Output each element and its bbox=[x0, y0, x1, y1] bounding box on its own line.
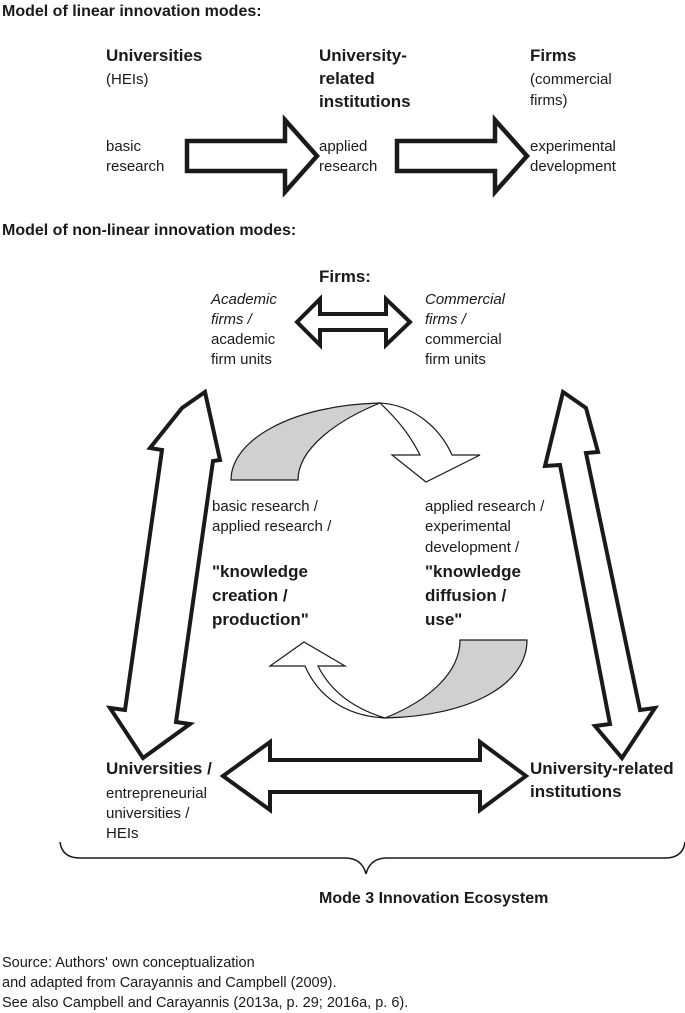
source-line1: Source: Authors' own conceptualization bbox=[2, 955, 255, 971]
right-cycle-line2: experimental bbox=[425, 518, 511, 535]
linear-col3-act2: development bbox=[530, 158, 616, 175]
linear-heading: Model of linear innovation modes: bbox=[2, 3, 262, 20]
linear-col2-title2: related bbox=[319, 69, 375, 88]
firms-title: Firms: bbox=[319, 267, 371, 286]
left-firms-line2: firms / bbox=[211, 311, 252, 328]
firms-double-arrow bbox=[294, 294, 413, 350]
linear-col1-act1: basic bbox=[106, 138, 142, 155]
cycle-arrow-top-white-head bbox=[378, 402, 481, 483]
universities-sub3: HEIs bbox=[106, 825, 139, 842]
cycle-arrow-bottom-grey-tail bbox=[384, 639, 528, 719]
linear-col1-title: Universities bbox=[106, 46, 203, 65]
universities-sub2: universities / bbox=[106, 805, 190, 822]
cycle-arrow-top-grey-tail bbox=[230, 402, 381, 481]
right-diagonal-double-arrow bbox=[542, 388, 660, 762]
right-firms-line1: Commercial bbox=[425, 291, 506, 308]
linear-col3-title: Firms bbox=[530, 46, 577, 65]
linear-col2-title1: University- bbox=[319, 46, 407, 65]
universities-title: Universities / bbox=[106, 759, 212, 778]
left-diagonal-double-arrow bbox=[105, 388, 223, 761]
linear-col2-act2: research bbox=[319, 158, 378, 175]
cycle-arrow-bottom-white-head bbox=[268, 641, 386, 719]
bottom-double-arrow bbox=[219, 738, 530, 814]
uri-title-line2: institutions bbox=[530, 782, 622, 801]
linear-col3-act1: experimental bbox=[530, 138, 616, 155]
left-firms-line3: academic bbox=[211, 331, 276, 348]
left-firms-line1: Academic bbox=[211, 291, 277, 308]
uri-title-line1: University-related bbox=[530, 759, 674, 778]
linear-arrow-1 bbox=[184, 114, 321, 198]
right-cycle-line1: applied research / bbox=[425, 498, 545, 515]
left-quote-line2: creation / bbox=[212, 586, 288, 605]
ecosystem-brace bbox=[59, 841, 685, 875]
linear-col1-act2: research bbox=[106, 158, 165, 175]
linear-arrow-2 bbox=[394, 114, 531, 198]
right-quote-line1: "knowledge bbox=[425, 562, 521, 581]
right-quote-line3: use" bbox=[425, 610, 463, 629]
right-firms-line4: firm units bbox=[425, 351, 486, 368]
nonlinear-heading: Model of non-linear innovation modes: bbox=[2, 222, 297, 239]
source-line3: See also Campbell and Carayannis (2013a,… bbox=[2, 995, 409, 1011]
linear-col2-act1: applied bbox=[319, 138, 368, 155]
right-quote-line2: diffusion / bbox=[425, 586, 507, 605]
ecosystem-label: Mode 3 Innovation Ecosystem bbox=[319, 890, 549, 907]
universities-sub1: entrepreneurial bbox=[106, 785, 207, 802]
left-quote-line1: "knowledge bbox=[212, 562, 308, 581]
right-cycle-line3: development / bbox=[425, 539, 520, 556]
linear-col2-title3: institutions bbox=[319, 92, 411, 111]
linear-col3-sub1: (commercial bbox=[530, 71, 612, 88]
right-firms-line2: firms / bbox=[425, 311, 466, 328]
left-firms-line4: firm units bbox=[211, 351, 272, 368]
right-firms-line3: commercial bbox=[425, 331, 502, 348]
source-line2: and adapted from Carayannis and Campbell… bbox=[2, 975, 337, 991]
left-quote-line3: production" bbox=[212, 610, 309, 629]
linear-col3-sub2: firms) bbox=[530, 92, 568, 109]
linear-col1-sub: (HEIs) bbox=[106, 71, 149, 88]
left-cycle-line1: basic research / bbox=[212, 498, 318, 515]
left-cycle-line2: applied research / bbox=[212, 518, 332, 535]
